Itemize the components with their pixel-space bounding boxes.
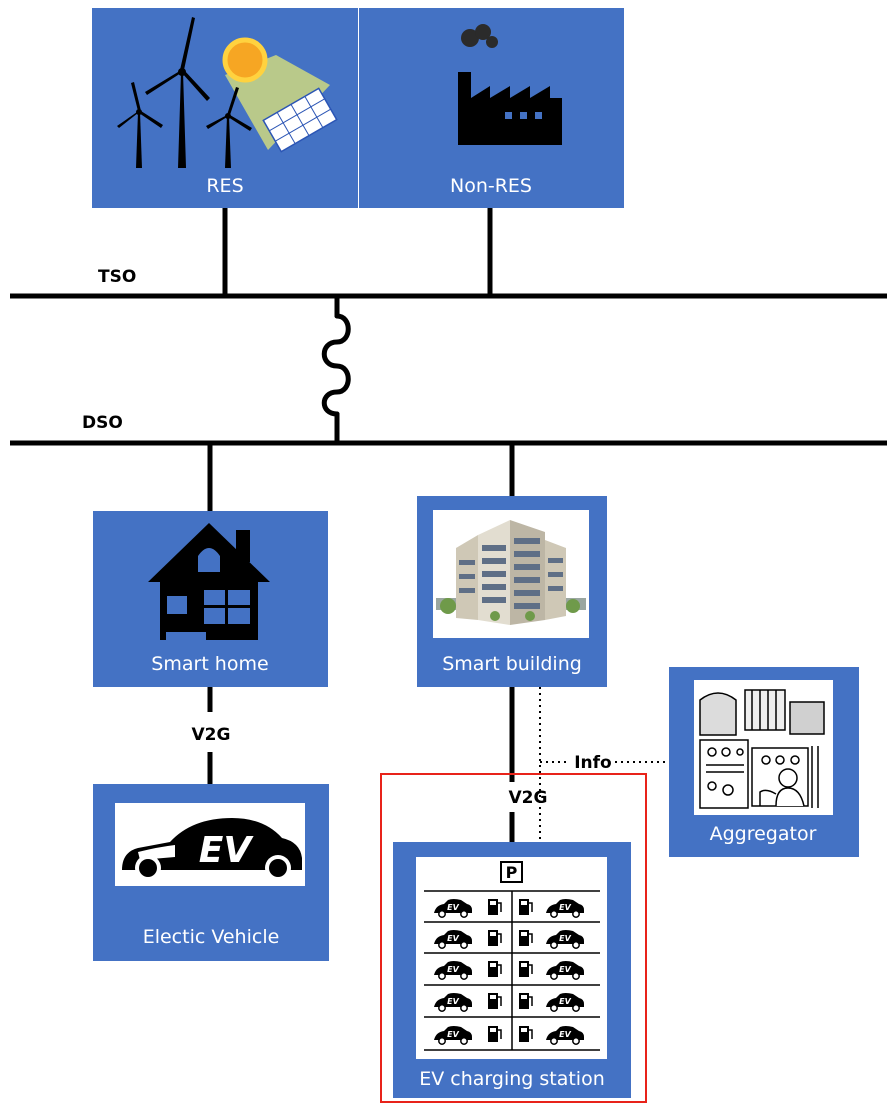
ev-charging-station-node: P — [393, 842, 631, 1098]
non-res-node: Non-RES — [359, 8, 624, 208]
building-v2g-label: V2G — [509, 788, 548, 808]
aggregator-label: Aggregator — [710, 823, 817, 845]
smart-building-label: Smart building — [442, 653, 582, 675]
smart-building-node: Smart building — [417, 496, 607, 687]
dso-label: DSO — [82, 413, 123, 433]
info-label: Info — [574, 753, 612, 773]
smart-home-node: Smart home — [93, 511, 328, 687]
electric-vehicle-node: EV Electic Vehicle — [93, 784, 329, 961]
ev-badge-text: EV — [199, 830, 255, 871]
aggregator-node: Aggregator — [669, 667, 859, 857]
tso-label: TSO — [98, 267, 136, 287]
transformer-icon — [324, 296, 348, 443]
control-room-icon — [700, 690, 824, 808]
home-v2g-label: V2G — [192, 725, 231, 745]
non-res-label: Non-RES — [450, 175, 532, 197]
parking-sign: P — [506, 863, 518, 882]
ev-charging-station-label: EV charging station — [419, 1068, 605, 1090]
res-node: RES — [92, 8, 358, 208]
res-label: RES — [206, 175, 243, 197]
electric-vehicle-label: Electic Vehicle — [143, 926, 280, 948]
smart-home-label: Smart home — [151, 653, 268, 675]
